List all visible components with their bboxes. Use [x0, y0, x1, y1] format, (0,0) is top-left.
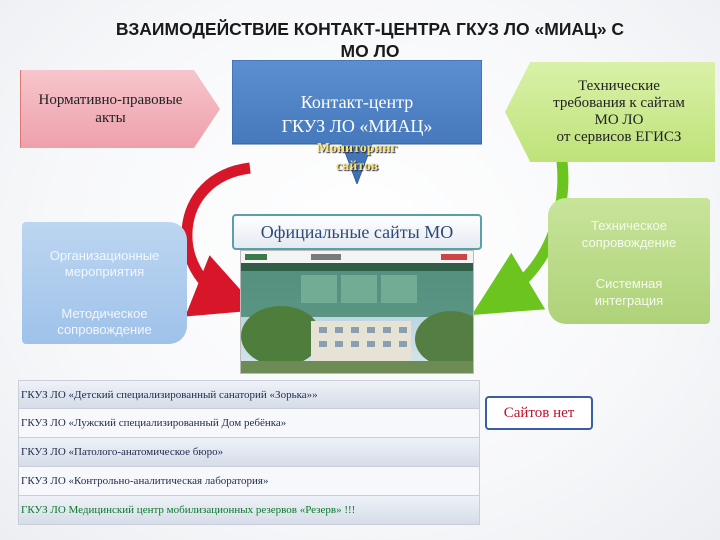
support-line-4: интеграция: [594, 293, 664, 308]
institutions-list: ГКУЗ ЛО «Детский специализированный сана…: [18, 380, 480, 525]
official-sites-label: Официальные сайты МО: [232, 214, 482, 250]
website-screenshot: [240, 250, 474, 374]
support-line-2: сопровождение: [581, 235, 677, 250]
list-item: ГКУЗ ЛО Медицинский центр мобилизационны…: [18, 496, 480, 525]
list-item: ГКУЗ ЛО «Лужский специализированный Дом …: [18, 409, 480, 438]
tech-req-line-4: от сервисов ЕГИСЗ: [556, 129, 682, 145]
no-sites-badge: Сайтов нет: [485, 396, 593, 430]
monitoring-line-1: Мониторинг: [316, 141, 398, 156]
tech-req-line-1: Технические: [578, 78, 660, 94]
technical-support-box: Техническое сопровождение Системная инте…: [548, 198, 710, 324]
contact-center-box: Контакт-центр ГКУЗ ЛО «МИАЦ»: [232, 60, 482, 184]
tech-req-line-2: требования к сайтам: [553, 95, 685, 111]
list-item: ГКУЗ ЛО «Контрольно-аналитическая лабора…: [18, 467, 480, 496]
contact-center-shape: [232, 60, 482, 184]
organizational-box: Организационные мероприятия Методическое…: [22, 222, 187, 344]
org-line-4: сопровождение: [57, 322, 152, 337]
list-item: ГКУЗ ЛО «Патолого-анатомическое бюро»: [18, 438, 480, 467]
legal-acts-line-2: акты: [95, 110, 126, 126]
org-line-2: мероприятия: [64, 264, 145, 279]
org-line-1: Организационные: [49, 248, 160, 263]
monitoring-line-2: сайтов: [335, 159, 379, 174]
title-line-2: МО ЛО: [340, 41, 400, 61]
title-line-1: ВЗАИМОДЕЙСТВИЕ КОНТАКТ-ЦЕНТРА ГКУЗ ЛО «М…: [115, 19, 625, 39]
page-title: ВЗАИМОДЕЙСТВИЕ КОНТАКТ-ЦЕНТРА ГКУЗ ЛО «М…: [40, 18, 700, 62]
contact-center-line-2: ГКУЗ ЛО «МИАЦ»: [281, 116, 433, 136]
tech-req-line-3: МО ЛО: [594, 112, 644, 128]
tech-requirements-box: Технические требования к сайтам МО ЛО от…: [505, 62, 715, 162]
legal-acts-line-1: Нормативно-правовые: [38, 92, 183, 108]
list-item: ГКУЗ ЛО «Детский специализированный сана…: [18, 380, 480, 409]
legal-acts-box: Нормативно-правовые акты: [20, 70, 220, 148]
website-image: [241, 251, 473, 373]
contact-center-line-1: Контакт-центр: [300, 92, 414, 112]
support-line-3: Системная: [595, 276, 663, 291]
red-curved-arrow: [181, 162, 259, 317]
support-line-1: Техническое: [591, 218, 667, 233]
monitoring-label: Мониторинг сайтов: [282, 140, 432, 176]
org-line-3: Методическое: [61, 306, 148, 321]
